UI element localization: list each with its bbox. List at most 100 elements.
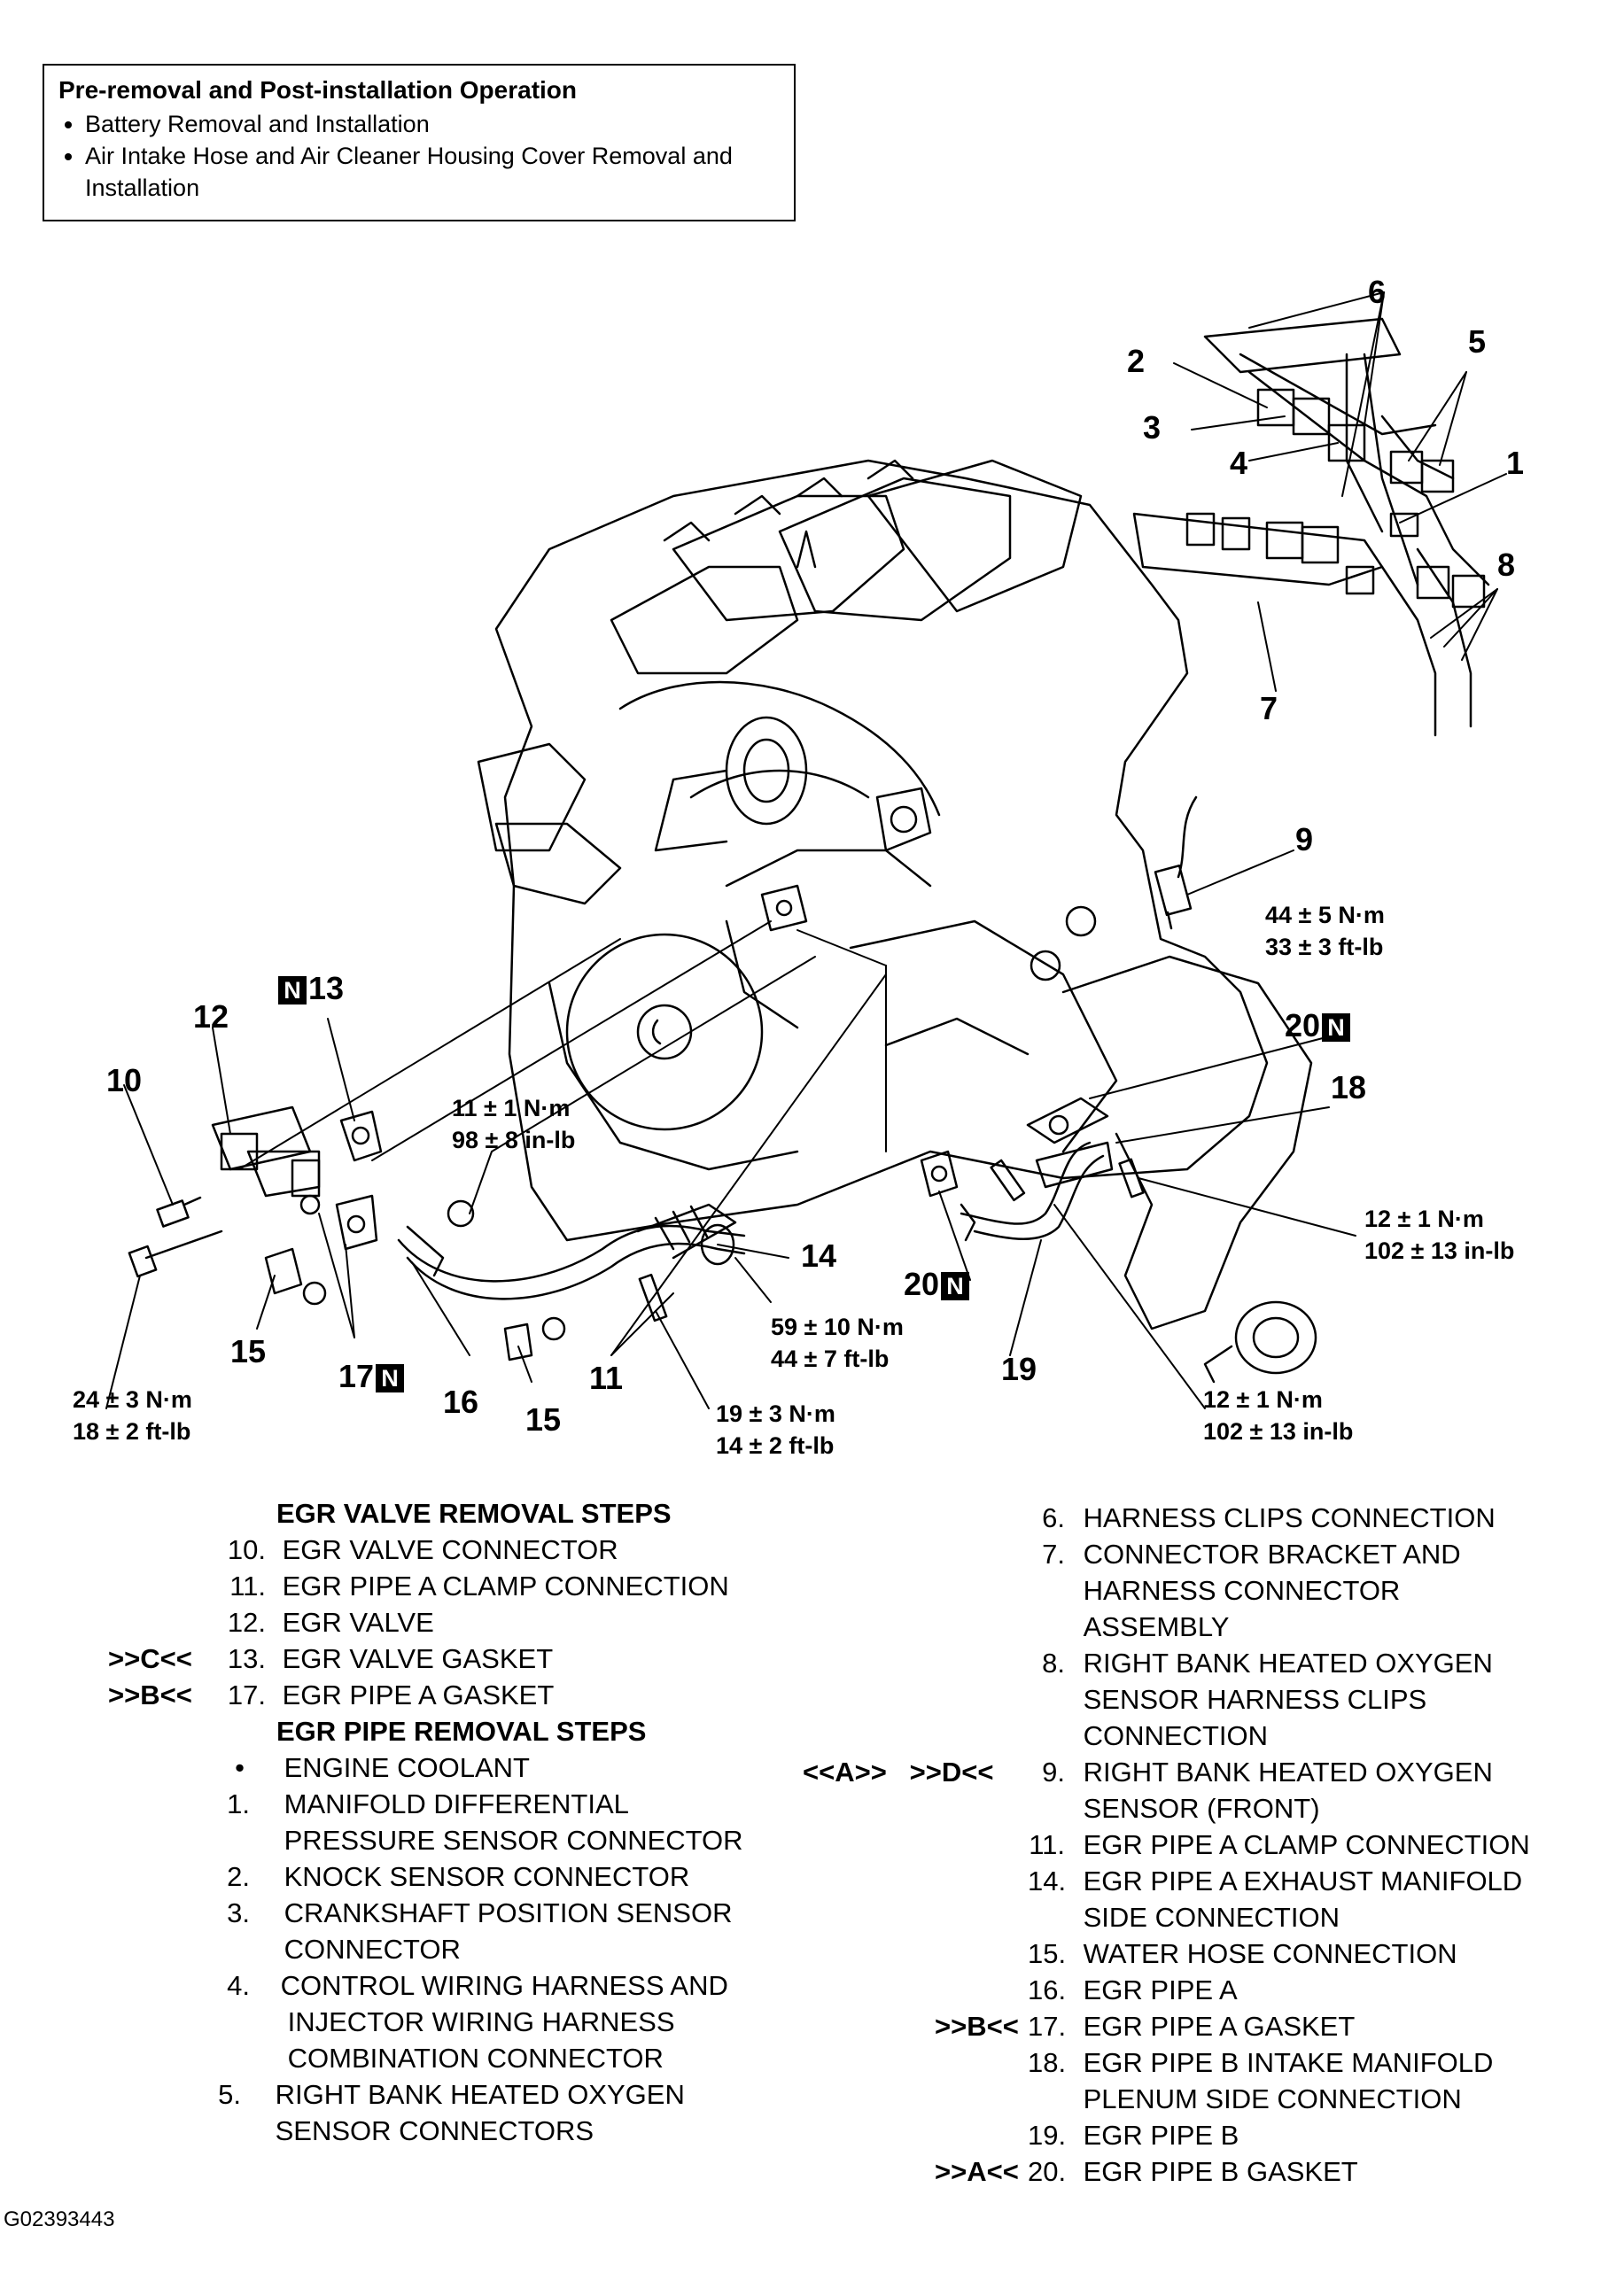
pre-removal-title: Pre-removal and Post-installation Operat…	[58, 76, 578, 104]
step-row: >>A<< 20. EGR PIPE B GASKET	[797, 2153, 1612, 2190]
step-text: SENSOR (FRONT)	[1083, 1793, 1320, 1824]
step-text: EGR PIPE A CLAMP CONNECTION	[282, 1571, 729, 1602]
step-number: 11.	[1029, 1829, 1065, 1860]
step-mark: >>B<<	[935, 2011, 1019, 2042]
step-text: ASSEMBLY	[1083, 1611, 1230, 1642]
pre-removal-item: Battery Removal and Installation	[85, 108, 780, 140]
egr-pipe-a	[397, 1203, 746, 1300]
egr-valve-connector	[156, 1196, 202, 1228]
torque-egr-pipe-b-upper: 12 ± 1 N·m 102 ± 13 in-lb	[1364, 1203, 1514, 1267]
step-text: INJECTOR WIRING HARNESS	[287, 2006, 675, 2037]
step-row: 4. CONTROL WIRING HARNESS AND INJECTOR W…	[0, 1967, 797, 2076]
step-row: 19. EGR PIPE B	[797, 2117, 1612, 2153]
step-row: 14. EGR PIPE A EXHAUST MANIFOLD SIDE CON…	[797, 1863, 1612, 1935]
callout-14: 14	[801, 1237, 837, 1274]
egr-pipe-steps-heading: EGR PIPE REMOVAL STEPS	[276, 1716, 647, 1747]
callout-13-number: 13	[308, 970, 345, 1006]
step-text-block: RIGHT BANK HEATED OXYGEN SENSOR CONNECTO…	[276, 2076, 685, 2149]
step-row: >>B<< 17. EGR PIPE A GASKET	[0, 1677, 797, 1713]
engine-line-drawing	[105, 291, 1507, 1409]
n-badge: N	[376, 1364, 405, 1393]
callout-9: 9	[1295, 821, 1314, 857]
step-text: WATER HOSE CONNECTION	[1083, 1938, 1457, 1969]
step-row: • ENGINE COOLANT	[0, 1749, 797, 1786]
step-number: 14.	[1028, 1866, 1067, 1897]
egr-pipe-b	[920, 1097, 1114, 1242]
step-row: 6. HARNESS CLIPS CONNECTION	[797, 1500, 1612, 1536]
step-row: 10. EGR VALVE CONNECTOR	[0, 1532, 797, 1568]
step-text: CONTROL WIRING HARNESS AND	[280, 1970, 728, 2001]
bullet-dot: •	[235, 1752, 245, 1783]
step-text: CONNECTOR BRACKET AND	[1083, 1539, 1461, 1570]
step-text-block: HARNESS CLIPS CONNECTION	[1084, 1500, 1496, 1536]
step-text: RIGHT BANK HEATED OXYGEN	[1083, 1757, 1493, 1788]
step-text: PRESSURE SENSOR CONNECTOR	[284, 1825, 743, 1856]
torque-imperial: 18 ± 2 ft-lb	[73, 1418, 191, 1445]
step-number: 1.	[227, 1788, 250, 1819]
torque-imperial: 102 ± 13 in-lb	[1364, 1237, 1515, 1264]
step-number: 17.	[1028, 2011, 1067, 2042]
callout-18: 18	[1331, 1069, 1367, 1105]
step-number: 9.	[1042, 1757, 1065, 1788]
egr-valve-steps-heading: EGR VALVE REMOVAL STEPS	[276, 1498, 672, 1529]
figure-id: G02393443	[4, 2207, 115, 2231]
callout-7: 7	[1260, 690, 1278, 726]
torque-egr-valve-bolt: 24 ± 3 N·m 18 ± 2 ft-lb	[73, 1384, 192, 1447]
callout-3: 3	[1143, 409, 1162, 446]
torque-metric: 59 ± 10 N·m	[771, 1314, 904, 1340]
step-text: KNOCK SENSOR CONNECTOR	[284, 1861, 690, 1892]
step-text: EGR PIPE B GASKET	[1083, 2156, 1358, 2187]
n-badge: N	[1322, 1013, 1351, 1043]
step-number: 13.	[227, 1643, 266, 1674]
step-number: 17.	[227, 1679, 266, 1710]
torque-metric: 24 ± 3 N·m	[73, 1386, 192, 1413]
pre-removal-box: Pre-removal and Post-installation Operat…	[43, 64, 796, 221]
step-row: 16. EGR PIPE A	[797, 1972, 1612, 2008]
step-row: 11. EGR PIPE A CLAMP CONNECTION	[797, 1827, 1612, 1863]
step-row: >>B<< 17. EGR PIPE A GASKET	[797, 2008, 1612, 2044]
step-row: <<A>> >>D<< 9. RIGHT BANK HEATED OXYGEN …	[797, 1754, 1612, 1827]
step-row: 11. EGR PIPE A CLAMP CONNECTION	[0, 1568, 797, 1604]
callout-1: 1	[1506, 445, 1525, 481]
step-text-block: MANIFOLD DIFFERENTIAL PRESSURE SENSOR CO…	[284, 1786, 743, 1858]
step-row: 7. CONNECTOR BRACKET AND HARNESS CONNECT…	[797, 1536, 1612, 1645]
step-row: 1. MANIFOLD DIFFERENTIAL PRESSURE SENSOR…	[0, 1786, 797, 1858]
step-text: SIDE CONNECTION	[1083, 1902, 1340, 1933]
torque-metric: 12 ± 1 N·m	[1364, 1206, 1484, 1232]
step-text: EGR VALVE	[282, 1607, 434, 1638]
step-number: 7.	[1042, 1539, 1065, 1570]
step-text: EGR VALVE CONNECTOR	[282, 1534, 618, 1565]
step-number: 16.	[1028, 1974, 1067, 2005]
step-text-block: CONTROL WIRING HARNESS AND INJECTOR WIRI…	[281, 1967, 728, 2076]
egr-pipe-bolts	[447, 1158, 1145, 1323]
callout-2: 2	[1127, 343, 1146, 379]
step-number: 5.	[218, 2079, 241, 2110]
step-text: HARNESS CONNECTOR	[1083, 1575, 1401, 1606]
step-number: 15.	[1028, 1938, 1067, 1969]
step-text-block: CRANKSHAFT POSITION SENSOR CONNECTOR	[284, 1895, 733, 1967]
step-number: 2.	[227, 1861, 250, 1892]
step-text: RIGHT BANK HEATED OXYGEN	[1083, 1648, 1493, 1679]
step-text: CONNECTOR	[284, 1934, 461, 1965]
valve-cover-ridges	[663, 459, 914, 542]
callout-6: 6	[1368, 274, 1387, 310]
step-text-block: RIGHT BANK HEATED OXYGEN SENSOR HARNESS …	[1084, 1645, 1493, 1754]
step-text: EGR PIPE A GASKET	[1083, 2011, 1356, 2042]
step-mark: >>C<<	[108, 1643, 192, 1674]
torque-imperial: 98 ± 8 in-lb	[452, 1127, 576, 1153]
step-row: 5. RIGHT BANK HEATED OXYGEN SENSOR CONNE…	[0, 2076, 797, 2149]
torque-egr-pipe-b-lower: 12 ± 1 N·m 102 ± 13 in-lb	[1203, 1384, 1353, 1447]
step-number: 20.	[1028, 2156, 1067, 2187]
callout-19: 19	[1001, 1351, 1037, 1387]
step-number: 18.	[1028, 2047, 1067, 2078]
step-number: 8.	[1042, 1648, 1065, 1679]
step-text: EGR PIPE A	[1083, 1974, 1238, 2005]
callout-15-left: 15	[230, 1333, 267, 1369]
callout-15-lower: 15	[525, 1401, 562, 1438]
step-row: 2. KNOCK SENSOR CONNECTOR	[0, 1858, 797, 1895]
torque-imperial: 14 ± 2 ft-lb	[716, 1432, 835, 1459]
torque-metric: 12 ± 1 N·m	[1203, 1386, 1323, 1413]
